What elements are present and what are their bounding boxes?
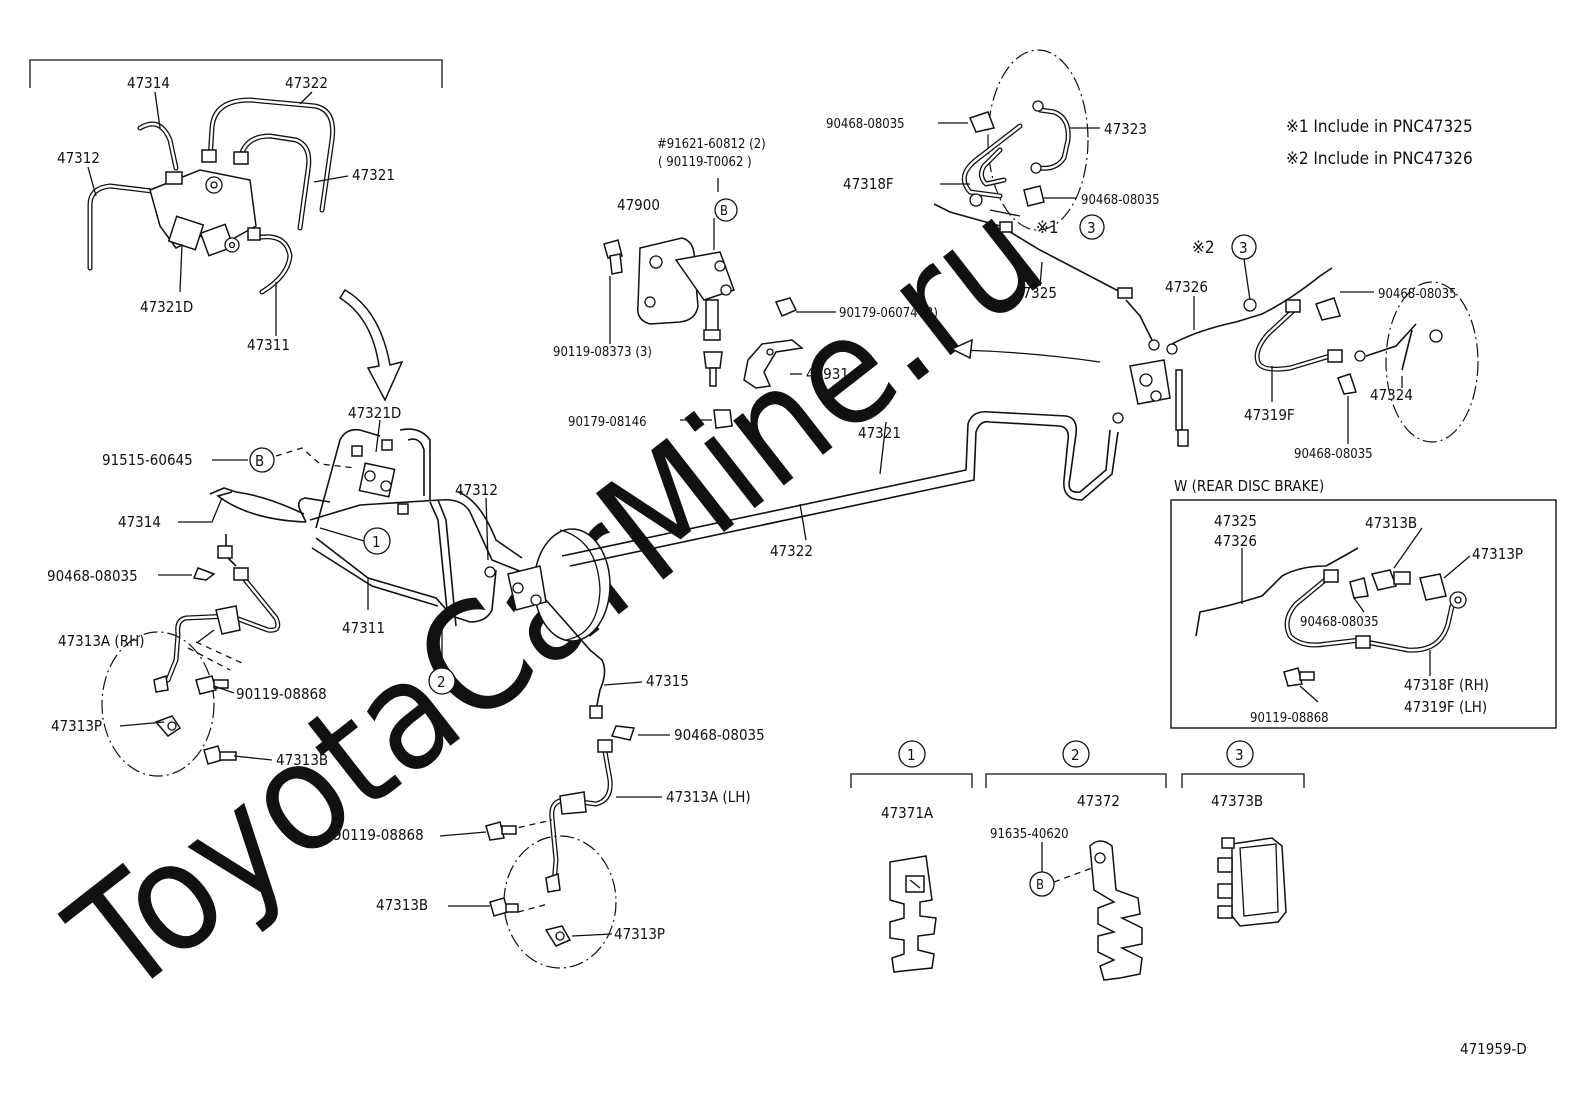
inset-label-47325: 47325 xyxy=(1214,512,1257,530)
label-47325: 47325 xyxy=(1014,284,1057,302)
label-90119-08373: 90119-08373 (3) xyxy=(553,345,652,360)
label-90468-08035-c: 90468-08035 xyxy=(826,117,905,132)
clamp-3-group: 3 47373B xyxy=(1181,740,1305,927)
inset-title: W (REAR DISC BRAKE) xyxy=(1174,477,1324,495)
label-90179-08146: 90179-08146 xyxy=(568,415,647,430)
marker-1-main: 1 xyxy=(372,533,381,551)
label-47313A-lh: 47313A (LH) xyxy=(666,788,751,806)
proportioning-valve-47900: B #91621-60812 (2) ( 90119-T0062 ) 47900… xyxy=(553,137,766,430)
label-47321-top: 47321 xyxy=(352,166,395,184)
label-90468-08035-b: 90468-08035 xyxy=(674,726,765,744)
label-47311-top: 47311 xyxy=(247,336,290,354)
inset-rear-disc-brake: W (REAR DISC BRAKE) 47325 47326 47313B 4… xyxy=(1170,477,1557,729)
rear-brake-lines: 47321 47322 xyxy=(561,338,1119,567)
rear-load-valve xyxy=(1112,267,1333,447)
label-47311: 47311 xyxy=(342,619,385,637)
label-47321: 47321 xyxy=(858,424,901,442)
label-47312: 47312 xyxy=(455,481,498,499)
notes: ※1 Include in PNC47325 ※2 Include in PNC… xyxy=(1286,117,1473,169)
label-47312-top: 47312 xyxy=(57,149,100,167)
rear-upper-wheel: 90468-08035 47323 47318F 90468-08035 ※1 … xyxy=(826,49,1160,302)
marker-b-clamp: B xyxy=(1036,878,1044,893)
inset-label-47313B: 47313B xyxy=(1365,514,1417,532)
diagram-code: 471959-D xyxy=(1460,1040,1527,1058)
inset-label-47326: 47326 xyxy=(1214,532,1257,550)
label-47372: 47372 xyxy=(1077,792,1120,810)
marker-2-clamp: 2 xyxy=(1071,746,1080,764)
marker-b-left: B xyxy=(255,452,264,470)
label-91621-60812: #91621-60812 (2) xyxy=(657,137,766,152)
marker-3-upper: 3 xyxy=(1087,219,1096,237)
clamp-2-group: 2 47372 91635-40620 B xyxy=(985,740,1167,981)
label-47324: 47324 xyxy=(1370,386,1413,404)
label-90468-08035-e: 90468-08035 xyxy=(1378,287,1457,302)
note-2: ※2 Include in PNC47326 xyxy=(1286,149,1473,169)
label-47900: 47900 xyxy=(617,196,660,214)
label-90119-T0062: ( 90119-T0062 ) xyxy=(658,155,752,170)
label-91635-40620: 91635-40620 xyxy=(990,827,1069,842)
lh-front-hose: 47315 90468-08035 47313A (LH) 90119-0886… xyxy=(333,672,765,969)
label-90468-08035-a: 90468-08035 xyxy=(47,567,138,585)
marker-2-main: 2 xyxy=(437,673,446,691)
marker-3-clamp: 3 xyxy=(1235,746,1244,764)
inset-label-90119-08868: 90119-08868 xyxy=(1250,711,1329,726)
label-47313A-rh: 47313A (RH) xyxy=(58,632,145,650)
label-47313P-a: 47313P xyxy=(51,717,102,735)
label-91515-60645: 91515-60645 xyxy=(102,451,193,469)
label-90119-08868-b: 90119-08868 xyxy=(333,826,424,844)
label-47314-top: 47314 xyxy=(127,74,170,92)
label-47323: 47323 xyxy=(1104,120,1147,138)
label-47314: 47314 xyxy=(118,513,161,531)
label-90468-08035-f: 90468-08035 xyxy=(1294,447,1373,462)
marker-1-clamp: 1 xyxy=(907,746,916,764)
inset-label-47318F: 47318F (RH) xyxy=(1404,676,1489,694)
brake-booster xyxy=(484,528,670,741)
label-47321D: 47321D xyxy=(348,404,401,422)
bracket-47931: 90179-06074 (2) 47931 xyxy=(743,297,938,389)
label-47313B-b: 47313B xyxy=(376,896,428,914)
marker-x1: ※1 xyxy=(1036,218,1059,238)
marker-x2: ※2 xyxy=(1192,238,1215,258)
label-47313P-b: 47313P xyxy=(614,925,665,943)
label-47371A: 47371A xyxy=(881,804,934,822)
rear-right-wheel: ※2 3 47326 90468-08035 47319F 47324 9046… xyxy=(1165,234,1479,462)
detail-arrow xyxy=(338,288,404,402)
label-90119-08868-a: 90119-08868 xyxy=(236,685,327,703)
inset-label-90468-08035: 90468-08035 xyxy=(1300,615,1379,630)
marker-b-valve: B xyxy=(720,204,728,219)
clamp-1-group: 1 47371A xyxy=(850,740,973,973)
detail-47321D-assembly: 47314 47322 47312 47321 47321D 47311 xyxy=(29,59,443,354)
label-47326: 47326 xyxy=(1165,278,1208,296)
label-47319F: 47319F xyxy=(1244,406,1295,424)
inset-label-47319F: 47319F (LH) xyxy=(1404,698,1487,716)
label-47322-top: 47322 xyxy=(285,74,328,92)
label-90468-08035-d: 90468-08035 xyxy=(1081,193,1160,208)
label-47321D-top: 47321D xyxy=(140,298,193,316)
label-47931: 47931 xyxy=(806,365,849,383)
marker-3-rear: 3 xyxy=(1239,239,1248,257)
label-90179-06074: 90179-06074 (2) xyxy=(839,306,938,321)
label-47315: 47315 xyxy=(646,672,689,690)
label-47313B-a: 47313B xyxy=(276,751,328,769)
label-47373B: 47373B xyxy=(1211,792,1263,810)
inset-label-47313P: 47313P xyxy=(1472,545,1523,563)
label-47318F: 47318F xyxy=(843,175,894,193)
label-47322: 47322 xyxy=(770,542,813,560)
note-1: ※1 Include in PNC47325 xyxy=(1286,117,1473,137)
front-brake-lines: B 1 2 47321D 91515-60645 47314 90468-080… xyxy=(47,404,523,777)
